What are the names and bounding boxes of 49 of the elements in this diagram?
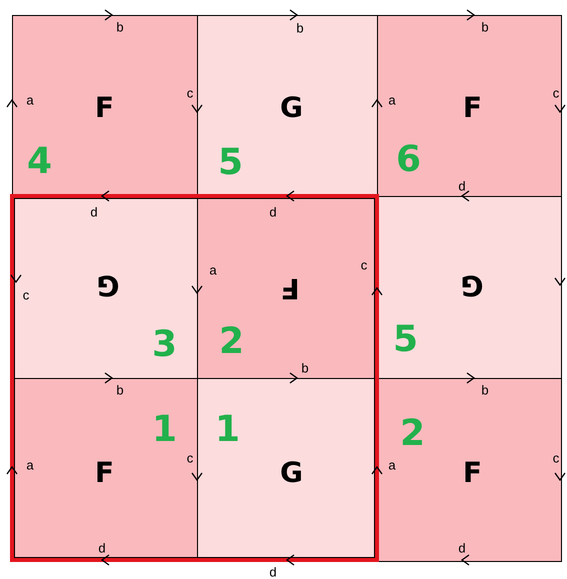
edge-letter: c xyxy=(552,86,560,100)
edge-letter: a xyxy=(209,264,217,276)
square-letter: G xyxy=(280,458,303,486)
frame-outline xyxy=(10,194,379,562)
number-label: 2 xyxy=(400,416,426,452)
edge-letter: d xyxy=(269,566,277,578)
edge-letter: c xyxy=(186,86,194,100)
edge-letter: d xyxy=(98,542,106,554)
edge-letter: a xyxy=(388,94,396,106)
number-label: 1 xyxy=(214,412,240,448)
edge-letter: c xyxy=(552,452,560,464)
edge-letter: b xyxy=(116,20,124,34)
number-label: 3 xyxy=(152,326,178,362)
number-label: 5 xyxy=(392,322,418,358)
square-tile xyxy=(197,198,375,380)
edge-letter: b xyxy=(296,22,304,34)
number-label: 5 xyxy=(218,144,244,180)
square-letter: G xyxy=(280,94,303,122)
square-letter: F xyxy=(94,458,114,486)
square-letter: G xyxy=(96,270,119,298)
edge-letter: b xyxy=(481,20,489,34)
square-tile xyxy=(197,378,375,558)
square-letter: F xyxy=(462,458,482,486)
number-label: 1 xyxy=(152,412,178,448)
square-tile xyxy=(14,198,199,380)
edge-letter: c xyxy=(22,288,30,302)
square-letter: F xyxy=(280,274,300,302)
square-letter: G xyxy=(460,270,483,298)
edge-letter: b xyxy=(481,384,489,396)
square-tile xyxy=(14,378,199,558)
square-tile xyxy=(377,378,562,562)
edge-letter: a xyxy=(388,458,396,472)
edge-letter: d xyxy=(458,180,466,192)
edge-letter: d xyxy=(458,542,466,554)
edge-letter: d xyxy=(269,206,277,218)
number-label: 4 xyxy=(26,144,52,180)
number-label: 2 xyxy=(218,324,244,360)
square-tile xyxy=(377,196,562,380)
edge-letter: a xyxy=(26,458,34,472)
edge-letter: c xyxy=(360,258,368,272)
edge-letter: d xyxy=(90,206,98,218)
square-letter: F xyxy=(94,94,114,122)
number-label: 6 xyxy=(396,142,422,178)
edge-letter: b xyxy=(301,362,309,374)
square-tile xyxy=(377,15,562,198)
edge-letter: b xyxy=(116,384,124,396)
edge-letter: c xyxy=(186,452,194,464)
square-letter: F xyxy=(462,94,482,122)
edge-letter: a xyxy=(26,94,34,106)
